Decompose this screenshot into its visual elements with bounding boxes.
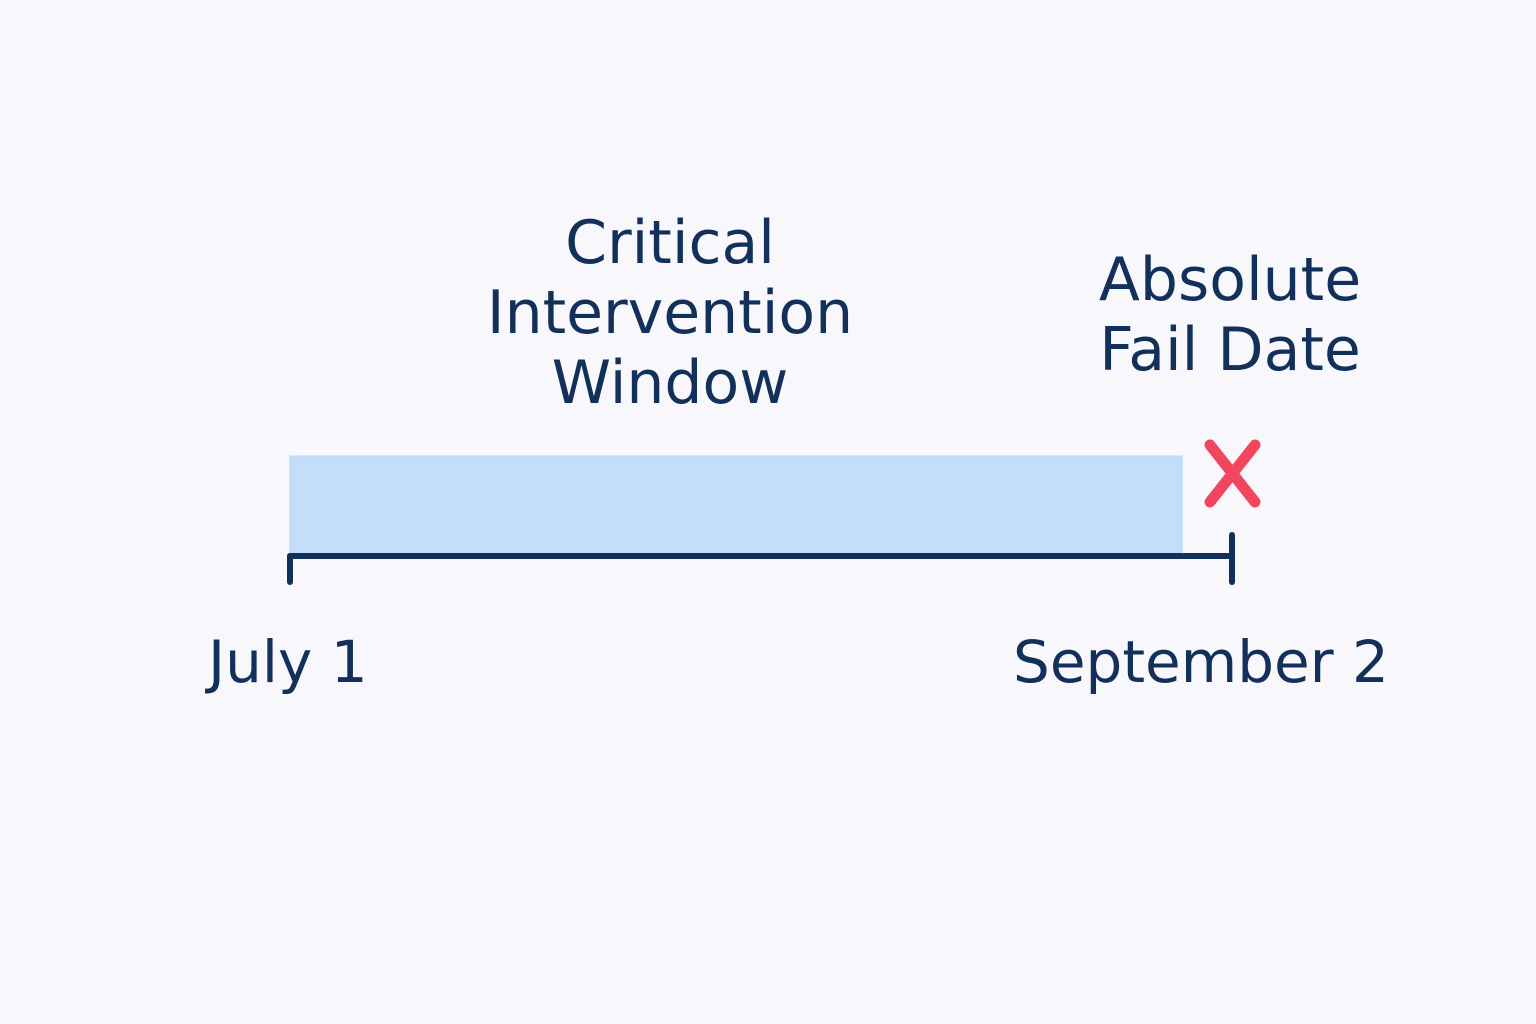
end-date-label: September 2 (1013, 628, 1389, 696)
window-label-line-2: Intervention (486, 278, 854, 348)
fail-label-line-2: Fail Date (1099, 315, 1361, 385)
start-date-label: July 1 (208, 628, 368, 696)
fail-date-label: Absolute Fail Date (1080, 245, 1380, 385)
window-label-line-1: Critical (565, 208, 775, 278)
x-mark-icon (1204, 439, 1261, 508)
intervention-window-label: Critical Intervention Window (470, 208, 870, 418)
intervention-window-bar (289, 455, 1183, 555)
fail-label-line-1: Absolute (1098, 245, 1362, 315)
window-label-line-3: Window (551, 348, 789, 418)
